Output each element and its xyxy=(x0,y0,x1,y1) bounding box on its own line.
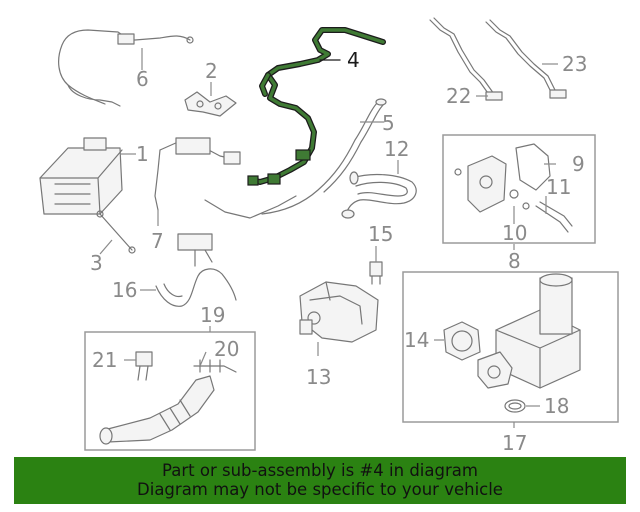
group-box-8 xyxy=(442,134,596,244)
label-12: 12 xyxy=(384,137,409,161)
part-19-intake-tube xyxy=(99,359,237,445)
info-banner: Part or sub-assembly is #4 in diagram Di… xyxy=(14,457,626,504)
callout-labels: 1 2 3 4 5 6 7 8 9 10 11 12 13 14 15 16 1… xyxy=(90,48,587,455)
part-12-hose xyxy=(341,171,417,219)
label-21: 21 xyxy=(92,348,117,372)
label-16: 16 xyxy=(112,278,137,302)
part-17-egr-cooler xyxy=(477,273,581,389)
label-20: 20 xyxy=(214,337,239,361)
label-14: 14 xyxy=(404,328,429,352)
group-box-19 xyxy=(84,331,256,451)
label-1: 1 xyxy=(136,142,149,166)
part-2-bracket xyxy=(184,91,237,117)
part-3-rod xyxy=(96,210,136,254)
part-23-sensor xyxy=(485,19,567,99)
label-13: 13 xyxy=(306,365,331,389)
part-14-gasket xyxy=(443,321,481,361)
label-19: 19 xyxy=(200,303,225,327)
part-1-canister xyxy=(39,137,123,215)
label-22: 22 xyxy=(446,84,471,108)
label-3: 3 xyxy=(90,251,103,275)
label-7: 7 xyxy=(151,229,164,253)
label-10: 10 xyxy=(502,221,527,245)
parts-diagram: 1 2 3 4 5 6 7 8 9 10 11 12 13 14 15 16 1… xyxy=(39,17,619,455)
part-22-sensor xyxy=(429,17,503,101)
part-8-group-contents xyxy=(454,143,573,233)
label-15: 15 xyxy=(368,222,393,246)
label-11: 11 xyxy=(546,175,571,199)
part-15-sensor xyxy=(369,261,383,285)
leader-lines xyxy=(99,48,558,428)
label-17: 17 xyxy=(502,431,527,455)
label-2: 2 xyxy=(205,59,218,83)
label-5: 5 xyxy=(382,111,395,135)
label-9: 9 xyxy=(572,152,585,176)
banner-line-2: Diagram may not be specific to your vehi… xyxy=(137,480,503,499)
label-6: 6 xyxy=(136,67,149,91)
part-5-tube xyxy=(261,98,387,215)
part-18-oring xyxy=(504,399,526,413)
part-4-hose xyxy=(247,27,386,186)
banner-line-1: Part or sub-assembly is #4 in diagram xyxy=(162,461,478,480)
part-6-harness xyxy=(58,29,194,107)
part-16-hose xyxy=(155,233,237,307)
label-8: 8 xyxy=(508,249,521,273)
label-23: 23 xyxy=(562,52,587,76)
part-13-egr-valve xyxy=(299,281,379,343)
part-21-sensor xyxy=(135,351,153,381)
part-7-vapor-line xyxy=(154,137,297,219)
label-4: 4 xyxy=(347,48,360,72)
group-box-17 xyxy=(402,271,619,423)
label-18: 18 xyxy=(544,394,569,418)
